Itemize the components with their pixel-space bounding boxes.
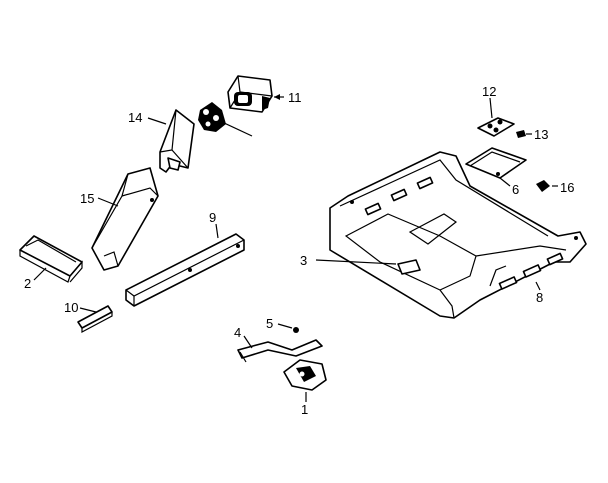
- part-16-clip: [536, 180, 550, 192]
- part-4-arm: [237, 339, 323, 363]
- part-1-mount: [283, 359, 327, 391]
- callout-9: 9: [209, 210, 216, 225]
- callout-2: 2: [24, 276, 31, 291]
- callout-8: 8: [536, 290, 543, 305]
- part-15-channel: [91, 167, 159, 271]
- callout-13: 13: [534, 127, 548, 142]
- callout-11: 11: [288, 90, 302, 105]
- part-12-plate: [477, 117, 515, 137]
- part-8-floor-pan: [329, 151, 587, 319]
- part-2-tray: [19, 235, 83, 283]
- callout-1: 1: [301, 402, 308, 417]
- callout-16: 16: [560, 180, 574, 195]
- part-10-strip: [77, 305, 113, 333]
- callout-3: 3: [300, 253, 307, 268]
- callout-6: 6: [512, 182, 519, 197]
- callout-5: 5: [266, 316, 273, 331]
- callout-15: 15: [80, 191, 94, 206]
- part-13-screw: [516, 130, 526, 138]
- part-11-hardware: [198, 102, 253, 137]
- part-14-bracket: [159, 109, 195, 173]
- part-6-plate: [465, 147, 527, 179]
- callout-4: 4: [234, 325, 241, 340]
- part-11-box: [227, 75, 273, 113]
- callout-14: 14: [128, 110, 142, 125]
- part-9-rail: [125, 233, 245, 307]
- callout-12: 12: [482, 84, 496, 99]
- callout-10: 10: [64, 300, 78, 315]
- part-5-screw: [293, 327, 299, 333]
